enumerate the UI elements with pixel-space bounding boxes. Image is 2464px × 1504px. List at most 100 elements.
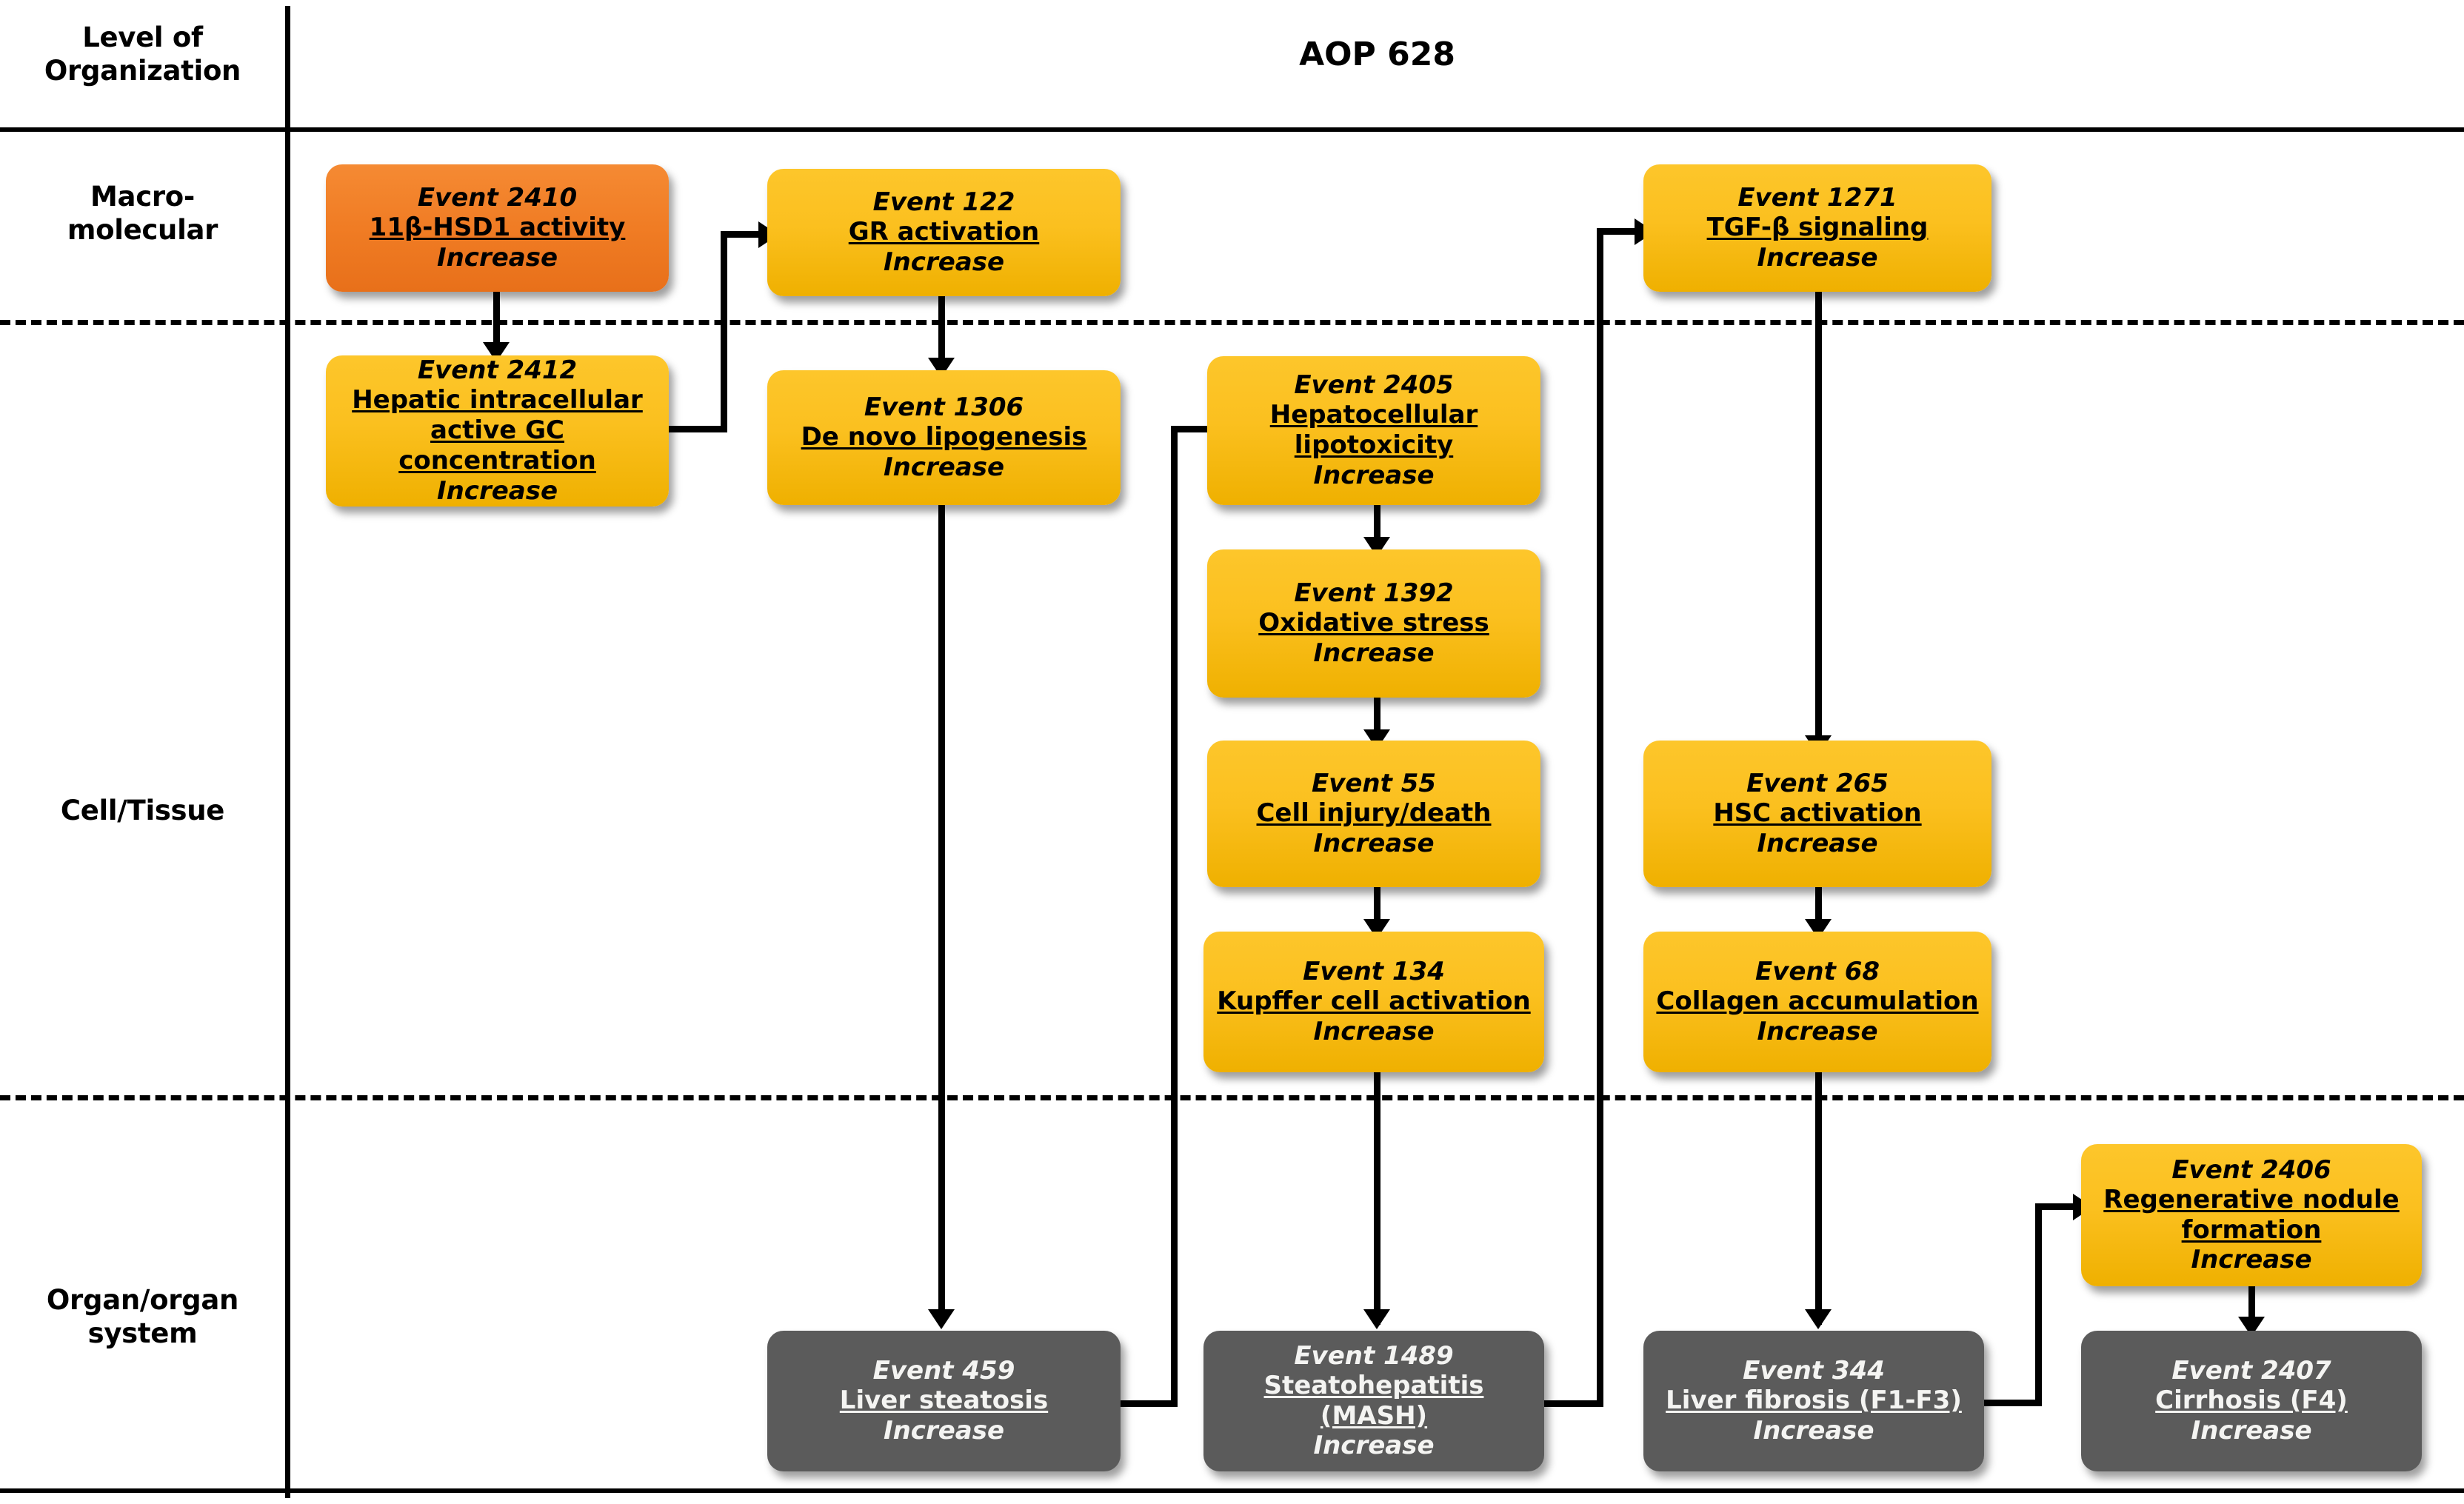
node-e134-name: Kupffer cell activation: [1217, 986, 1531, 1017]
node-e1489-name: Steatohepatitis (MASH): [1263, 1370, 1484, 1431]
node-e2406-event: Event 2406: [2171, 1154, 2331, 1185]
level-column-divider: [285, 6, 290, 1498]
cell-organ-divider: [0, 1095, 2464, 1100]
node-e55-event: Event 55: [1311, 769, 1437, 799]
node-e122-direction: Increase: [883, 247, 1005, 278]
node-e1489-direction: Increase: [1313, 1431, 1435, 1461]
node-e1489-event: Event 1489: [1294, 1340, 1454, 1371]
edge-e1489-e1271-v: [1597, 228, 1603, 1407]
edge-e344-e2406-h2: [2035, 1203, 2081, 1210]
node-e459-name: Liver steatosis: [839, 1386, 1049, 1416]
edge-e2412-e122-h2: [721, 231, 767, 238]
edge-e55-e134-segment: [1374, 886, 1380, 932]
node-e2407-direction: Increase: [2191, 1416, 2312, 1446]
node-e134-direction: Increase: [1313, 1017, 1435, 1047]
edge-e68-e344-arrowhead: [1805, 1309, 1832, 1329]
node-e344-direction: Increase: [1753, 1416, 1874, 1446]
node-e2407-name: Cirrhosis (F4): [2155, 1386, 2348, 1416]
edge-e459-e2405-h1: [1111, 1400, 1178, 1407]
node-e122[interactable]: Event 122 GR activation Increase: [767, 169, 1121, 296]
edge-e2412-e122-v: [721, 231, 727, 432]
node-e2406-name-line2: formation: [2181, 1214, 2322, 1245]
node-e459[interactable]: Event 459 Liver steatosis Increase: [767, 1331, 1121, 1471]
node-e344-event: Event 344: [1743, 1356, 1885, 1386]
node-e2406-direction: Increase: [2191, 1245, 2312, 1275]
node-e68[interactable]: Event 68 Collagen accumulation Increase: [1643, 932, 1991, 1072]
page-title: AOP 628: [1299, 36, 1455, 73]
node-e1392-name: Oxidative stress: [1258, 608, 1489, 638]
node-e2412-name-line1: Hepatic intracellular: [352, 385, 643, 415]
node-e122-name: GR activation: [848, 217, 1040, 247]
edge-e122-e1306-segment: [938, 293, 945, 371]
node-e1306-direction: Increase: [883, 452, 1005, 483]
node-e2406[interactable]: Event 2406 Regenerative nodule formation…: [2081, 1144, 2422, 1286]
node-e1392[interactable]: Event 1392 Oxidative stress Increase: [1207, 549, 1540, 698]
edge-e2412-e122-h1: [667, 426, 727, 432]
edge-e459-e2405-h2: [1171, 426, 1215, 432]
edge-e68-e344-segment: [1815, 1069, 1822, 1325]
node-e122-event: Event 122: [872, 187, 1015, 218]
edge-e344-e2406-v: [2035, 1203, 2042, 1406]
node-e2410-event: Event 2410: [417, 183, 578, 213]
node-e1271-direction: Increase: [1757, 243, 1878, 273]
node-e1306-name: De novo lipogenesis: [801, 422, 1087, 452]
node-e1392-event: Event 1392: [1294, 578, 1454, 609]
node-e459-direction: Increase: [883, 1416, 1005, 1446]
node-e2405[interactable]: Event 2405 Hepatocellular lipotoxicity I…: [1207, 356, 1540, 505]
node-e344[interactable]: Event 344 Liver fibrosis (F1-F3) Increas…: [1643, 1331, 1984, 1471]
node-e459-event: Event 459: [872, 1356, 1015, 1386]
node-e55[interactable]: Event 55 Cell injury/death Increase: [1207, 741, 1540, 887]
node-e2412[interactable]: Event 2412 Hepatic intracellular active …: [326, 355, 669, 507]
node-e1271[interactable]: Event 1271 TGF-β signaling Increase: [1643, 164, 1991, 292]
node-e2405-name-line2: lipotoxicity: [1294, 430, 1454, 461]
node-e2406-name-line1: Regenerative nodule: [2103, 1184, 2400, 1214]
node-e134-event: Event 134: [1303, 957, 1445, 987]
edge-e2410-e2412-segment: [493, 289, 500, 355]
level-label-macromolecular: Macro-molecular: [67, 181, 218, 247]
edge-e2405-e1392-segment: [1374, 504, 1380, 549]
edge-e1306-e459-arrowhead: [928, 1309, 955, 1329]
edge-e134-e1489-segment: [1374, 1069, 1380, 1325]
node-e68-event: Event 68: [1754, 957, 1880, 987]
node-e2405-direction: Increase: [1313, 460, 1435, 490]
macromolecular-cell-divider: [0, 320, 2464, 325]
edge-e1489-e1271-h2: [1597, 228, 1643, 235]
node-e1489[interactable]: Event 1489 Steatohepatitis (MASH) Increa…: [1203, 1331, 1544, 1471]
node-e265-name: HSC activation: [1713, 798, 1922, 829]
node-e1392-direction: Increase: [1313, 638, 1435, 669]
edge-e459-e2405-v: [1171, 426, 1178, 1407]
edge-e344-e2406-h1: [1974, 1400, 2041, 1406]
node-e2405-name-line1: Hepatocellular: [1269, 400, 1478, 430]
node-e265[interactable]: Event 265 HSC activation Increase: [1643, 741, 1991, 887]
edge-e265-e68-segment: [1815, 886, 1822, 932]
node-e134[interactable]: Event 134 Kupffer cell activation Increa…: [1203, 932, 1544, 1072]
node-e1306-event: Event 1306: [864, 392, 1024, 423]
node-e2410[interactable]: Event 2410 11β-HSD1 activity Increase: [326, 164, 669, 292]
node-e2412-event: Event 2412: [417, 355, 578, 386]
node-e1271-event: Event 1271: [1737, 183, 1897, 213]
node-e2410-name: 11β-HSD1 activity: [369, 213, 626, 243]
level-label-cell-tissue: Cell/Tissue: [60, 795, 225, 826]
edge-e134-e1489-arrowhead: [1363, 1309, 1390, 1329]
node-e2410-direction: Increase: [436, 243, 558, 273]
edge-e1489-e1271-h1: [1533, 1400, 1603, 1407]
node-e265-event: Event 265: [1746, 769, 1889, 799]
edge-e1306-e459-segment: [938, 504, 945, 1320]
edge-e1392-e55-segment: [1374, 696, 1380, 742]
node-e344-name: Liver fibrosis (F1-F3): [1666, 1386, 1962, 1416]
node-e68-direction: Increase: [1757, 1017, 1878, 1047]
node-e55-direction: Increase: [1313, 829, 1435, 859]
node-e1306[interactable]: Event 1306 De novo lipogenesis Increase: [767, 370, 1121, 505]
node-e1271-name: TGF-β signaling: [1706, 213, 1929, 243]
node-e2407[interactable]: Event 2407 Cirrhosis (F4) Increase: [2081, 1331, 2422, 1471]
node-e2412-direction: Increase: [436, 475, 558, 506]
node-e2405-event: Event 2405: [1294, 370, 1454, 401]
node-e68-name: Collagen accumulation: [1656, 986, 1979, 1017]
node-e265-direction: Increase: [1757, 829, 1878, 859]
node-e55-name: Cell injury/death: [1256, 798, 1492, 829]
edge-e1271-e265-segment: [1815, 289, 1822, 748]
node-e2412-name-line2: active GC concentration: [398, 415, 596, 476]
